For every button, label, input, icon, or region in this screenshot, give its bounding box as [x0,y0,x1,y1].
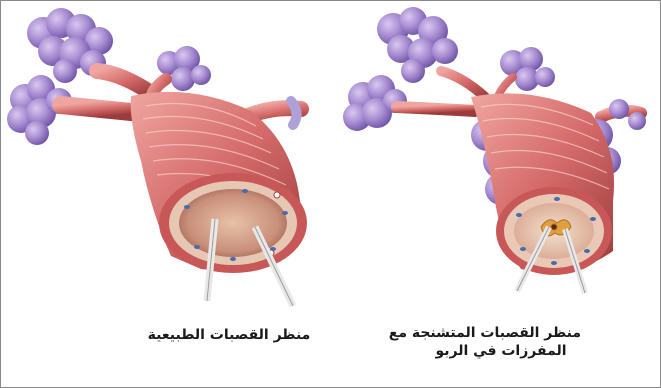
caption-asthmatic-bronchi: منظر القصبات المتشنجة مع المفرزات في الر… [421,324,581,360]
asthmatic-bronchus [343,7,646,293]
caption-normal-bronchi: منظر القصبات الطبيعية [129,326,329,344]
normal-bronchus [7,8,307,306]
caption-asthmatic-line1: منظر القصبات المتشنجة مع [421,324,581,342]
caption-asthmatic-line2: المفرزات في الربو [421,342,581,360]
